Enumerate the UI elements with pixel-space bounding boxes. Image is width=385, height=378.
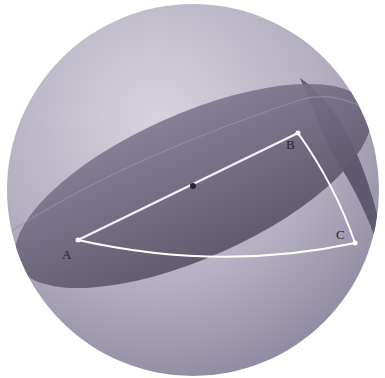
point-label: B	[286, 138, 295, 151]
great-circle-plane	[0, 42, 385, 330]
point-a	[76, 238, 81, 243]
point-label: A	[62, 248, 71, 261]
point-b	[296, 131, 301, 136]
arc-bc	[298, 133, 355, 243]
plane-rim	[10, 97, 382, 232]
point-c	[353, 241, 358, 246]
arc-ca	[78, 240, 355, 257]
center-point	[190, 183, 196, 189]
diameter-line	[78, 133, 298, 240]
point-label: C	[336, 228, 345, 241]
